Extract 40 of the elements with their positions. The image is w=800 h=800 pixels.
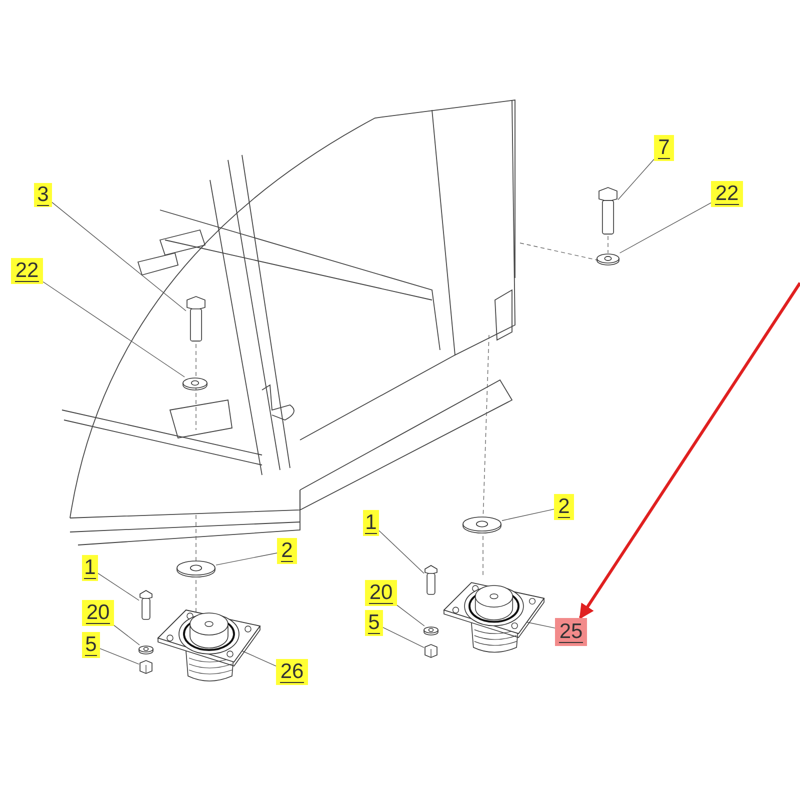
arrow bbox=[578, 282, 800, 620]
leader-line bbox=[216, 552, 278, 566]
callout-number: 20 bbox=[365, 580, 397, 606]
washer-drawing bbox=[423, 626, 439, 636]
washer-drawing bbox=[176, 560, 216, 578]
washer-drawing bbox=[182, 377, 208, 391]
leader-line bbox=[618, 158, 654, 200]
leader-line bbox=[382, 627, 424, 648]
callout-number: 25 bbox=[555, 618, 587, 646]
callout-number: 7 bbox=[654, 135, 674, 161]
leader-line bbox=[100, 648, 140, 665]
leader-line bbox=[42, 281, 185, 378]
nut-drawing bbox=[139, 660, 153, 674]
callout-number: 20 bbox=[82, 600, 114, 626]
callout-number: 5 bbox=[365, 610, 383, 636]
callout-number: 22 bbox=[11, 258, 43, 284]
callout-number: 2 bbox=[277, 538, 297, 564]
leader-line bbox=[396, 604, 425, 626]
bolt-drawing bbox=[598, 187, 618, 235]
nut-drawing bbox=[424, 644, 438, 658]
callout-number: 5 bbox=[82, 632, 100, 658]
bolt-drawing bbox=[186, 296, 206, 342]
leader-line bbox=[114, 624, 140, 646]
leader-line bbox=[98, 572, 140, 601]
callout-number: 26 bbox=[276, 659, 308, 685]
bolt-drawing bbox=[424, 565, 438, 595]
leader-line bbox=[502, 508, 554, 521]
leader-line bbox=[378, 530, 424, 574]
washer-drawing bbox=[138, 645, 154, 655]
callout-number: 2 bbox=[554, 494, 574, 520]
leader-line bbox=[619, 202, 712, 254]
callout-number: 1 bbox=[82, 555, 98, 581]
leader-line bbox=[52, 202, 186, 312]
callout-number: 22 bbox=[711, 181, 743, 207]
washer-drawing bbox=[462, 516, 502, 534]
washer-drawing bbox=[596, 253, 620, 266]
bolt-drawing bbox=[139, 590, 153, 620]
callout-number: 1 bbox=[363, 510, 379, 536]
callout-number: 3 bbox=[34, 183, 52, 207]
leader-line bbox=[526, 622, 556, 628]
